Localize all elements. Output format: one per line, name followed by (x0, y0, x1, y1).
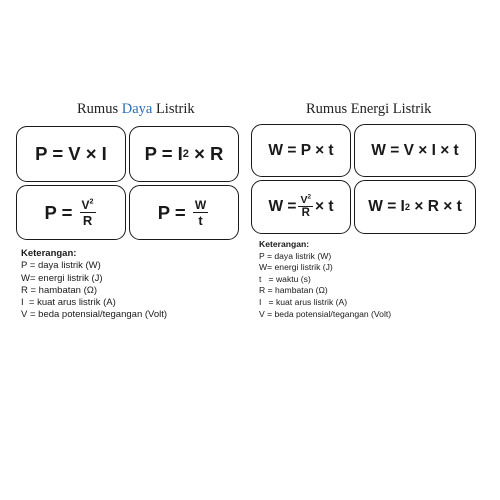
formula-w-vit: W = V × I × t (354, 124, 476, 177)
formula-p-w-over-t: P = W t (129, 185, 239, 240)
daya-legend-item: P = daya listrik (W) (21, 260, 101, 272)
daya-title-accent: Daya (121, 101, 153, 117)
energi-legend-item: R = hambatan (Ω) (259, 285, 328, 296)
formula-p-vi: P = V × I (16, 126, 126, 182)
fraction-v2-r-energi: V2 R (298, 192, 313, 219)
formula-p-v2-over-r: P = V2 R (16, 185, 126, 240)
daya-legend-item: R = hambatan (Ω) (21, 284, 98, 296)
energi-legend-item: V = beda potensial/tegangan (Volt) (259, 308, 392, 319)
energi-legend-item: t = waktu (s) (259, 273, 311, 284)
daya-keterangan: Keterangan: P = daya listrik (W) W= ener… (21, 248, 167, 322)
daya-keterangan-title: Keterangan: (21, 248, 77, 259)
energi-legend-item: P = daya listrik (W) (259, 250, 332, 261)
formula-w-pt: W = P × t (251, 124, 351, 177)
daya-title: Rumus Daya Listrik (77, 101, 195, 117)
daya-legend-item: V = beda potensial/tegangan (Volt) (21, 309, 168, 321)
formula-w-v2-over-r-t: W = V2 R × t (251, 180, 351, 234)
fraction-w-t: W t (192, 197, 209, 228)
energi-keterangan: Keterangan: P = daya listrik (W) W= ener… (259, 239, 391, 320)
daya-legend-item: I = kuat arus listrik (A) (21, 297, 116, 309)
daya-legend-item: W= energi listrik (J) (21, 272, 103, 284)
energi-legend-item: I = kuat arus listrik (A) (259, 296, 348, 307)
energi-keterangan-title: Keterangan: (259, 239, 310, 249)
fraction-v2-r: V2 R (79, 196, 96, 228)
energi-legend-item: W= energi listrik (J) (259, 262, 333, 273)
energi-title: Rumus Energi Listrik (306, 101, 432, 117)
